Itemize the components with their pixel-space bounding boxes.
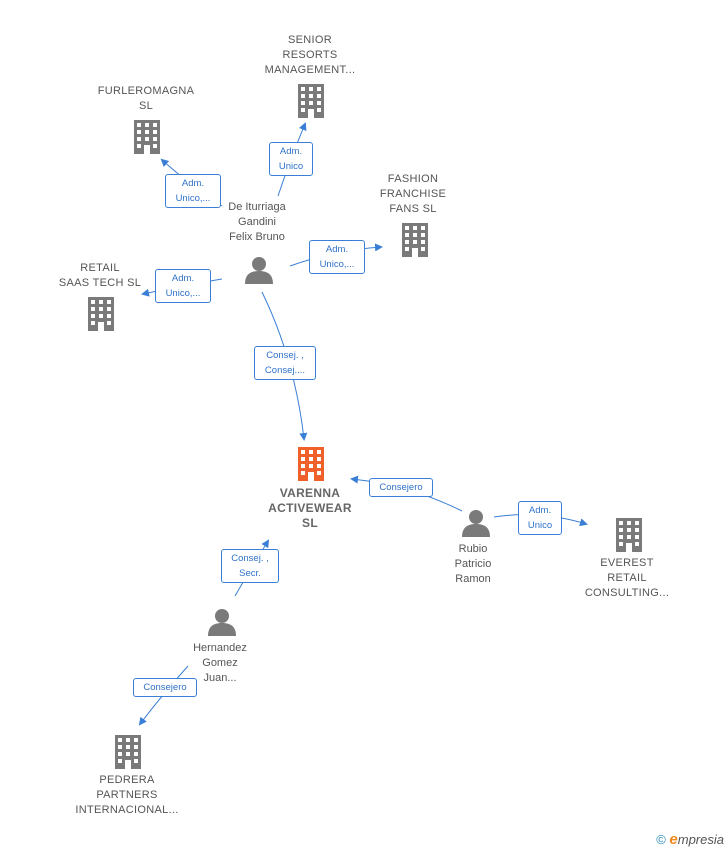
empresia-footer[interactable]: © empresia: [656, 831, 724, 848]
edge-label-varenna-rubio[interactable]: Consejero: [369, 478, 433, 497]
edge-label-furler[interactable]: Adm. Unico,...: [165, 174, 221, 208]
edge-label-fashion[interactable]: Adm. Unico,...: [309, 240, 365, 274]
copyright-icon: ©: [656, 832, 666, 847]
pedrera-label[interactable]: PEDRERA PARTNERS INTERNACIONAL...: [75, 774, 179, 816]
brand-initial: e: [669, 831, 678, 848]
everest-label[interactable]: EVEREST RETAIL CONSULTING...: [584, 557, 670, 599]
senior-label[interactable]: SENIOR RESORTS MANAGEMENT...: [264, 34, 356, 76]
pedrera-building-icon[interactable]: [115, 735, 141, 769]
deiturriaga-person-icon[interactable]: [245, 257, 273, 284]
edge-label-varenna-hern[interactable]: Consej. , Secr.: [221, 549, 279, 583]
fashion-label[interactable]: FASHION FRANCHISE FANS SL: [379, 173, 447, 215]
edge-label-everest[interactable]: Adm. Unico: [518, 501, 562, 535]
hernandez-label[interactable]: Hernandez Gomez Juan...: [193, 642, 247, 684]
edge-label-varenna-dei[interactable]: Consej. , Consej....: [254, 346, 316, 380]
rubio-person-icon[interactable]: [462, 510, 490, 537]
edges: [138, 122, 588, 726]
edge-label-pedrera[interactable]: Consejero: [133, 678, 197, 697]
fashion-building-icon[interactable]: [402, 223, 428, 257]
retail-building-icon[interactable]: [88, 297, 114, 331]
senior-building-icon[interactable]: [298, 84, 324, 118]
everest-building-icon[interactable]: [616, 518, 642, 552]
varenna-label[interactable]: VARENNA ACTIVEWEAR SL: [268, 486, 352, 530]
hernandez-person-icon[interactable]: [208, 609, 236, 636]
edge-label-retail[interactable]: Adm. Unico,...: [155, 269, 211, 303]
furler-label[interactable]: FURLEROMAGNA SL: [97, 85, 195, 112]
deiturriaga-label[interactable]: De Iturriaga Gandini Felix Bruno: [228, 201, 286, 243]
edge-label-senior[interactable]: Adm. Unico: [269, 142, 313, 176]
rubio-label[interactable]: Rubio Patricio Ramon: [454, 543, 492, 585]
retail-label[interactable]: RETAIL SAAS TECH SL: [58, 262, 142, 289]
brand-name: mpresia: [677, 832, 724, 847]
furler-building-icon[interactable]: [134, 120, 160, 154]
varenna-building-icon[interactable]: [298, 447, 324, 481]
